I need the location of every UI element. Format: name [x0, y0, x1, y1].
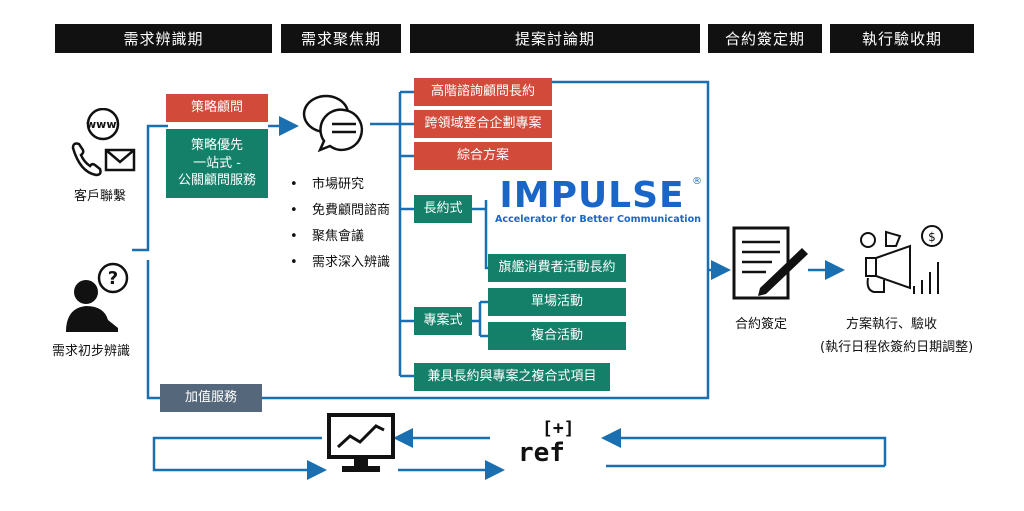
- phase-proposal: 提案討論期: [410, 24, 700, 53]
- bullet-free-consulting: 免費顧問諮商: [290, 202, 390, 228]
- impulse-subtitle: Accelerator for Better Communication: [495, 214, 701, 225]
- strategy-consultant-box: 策略顧問: [166, 94, 268, 122]
- proposal-cross-domain-box: 跨領域整合企劃專案: [414, 110, 552, 138]
- service-line-1: 策略優先: [190, 138, 243, 154]
- strategy-service-box: 策略優先 一站式 - 公關顧問服務: [166, 129, 268, 198]
- flagship-campaign-box: 旗艦消費者活動長約: [488, 254, 626, 282]
- execution-label: 方案執行、驗收: [846, 317, 938, 332]
- ref-logo: [+] ref: [518, 418, 575, 469]
- contract-document-icon: [732, 226, 808, 300]
- phase-focus: 需求聚焦期: [281, 24, 401, 53]
- svg-text:?: ?: [108, 268, 118, 289]
- value-added-service-box: 加值服務: [160, 384, 262, 412]
- long-term-box: 長約式: [414, 195, 472, 223]
- impulse-title: IMPULSE: [499, 175, 685, 216]
- www-text: www: [86, 118, 117, 131]
- bullet-focus-meeting: 聚焦會議: [290, 228, 390, 254]
- single-event-box: 單場活動: [488, 288, 626, 316]
- thinking-person-icon: ?: [66, 262, 129, 332]
- phase-identification: 需求辨識期: [55, 24, 272, 53]
- svg-text:$: $: [928, 230, 936, 244]
- service-line-2: 一站式 -: [193, 155, 241, 171]
- ref-logo-top: [+]: [542, 418, 575, 439]
- phase-execution: 執行驗收期: [830, 24, 974, 53]
- bullet-deep-identification: 需求深入辨識: [290, 254, 390, 280]
- execution-schedule-label: (執行日程依簽約日期調整): [820, 340, 974, 355]
- ref-logo-bottom: ref: [518, 438, 565, 468]
- focus-bullet-list: 市場研究 免費顧問諮商 聚焦會議 需求深入辨識: [290, 176, 390, 280]
- compound-event-box: 複合活動: [488, 322, 626, 350]
- customer-contact-label: 客戶聯繫: [74, 189, 127, 204]
- discussion-bubble-icon: [302, 94, 364, 153]
- monitor-chart-icon: [327, 413, 395, 472]
- proposal-combined-plan-box: 綜合方案: [414, 142, 552, 170]
- bullet-market-research: 市場研究: [290, 176, 390, 202]
- impulse-logo: IMPULSE ® Accelerator for Better Communi…: [492, 176, 704, 236]
- execution-megaphone-icon: $: [860, 225, 943, 294]
- initial-identification-label: 需求初步辨識: [52, 344, 131, 359]
- project-box: 專案式: [414, 307, 472, 335]
- service-line-3: 公關顧問服務: [177, 173, 256, 189]
- proposal-senior-consulting-box: 高階諮詢顧問長約: [414, 78, 552, 106]
- phase-contract: 合約簽定期: [708, 24, 822, 53]
- contract-signing-label: 合約簽定: [735, 317, 788, 332]
- impulse-registered-mark: ®: [692, 176, 702, 187]
- customer-contact-icon: [71, 108, 136, 177]
- combined-project-box: 兼具長約與專案之複合式項目: [414, 363, 610, 391]
